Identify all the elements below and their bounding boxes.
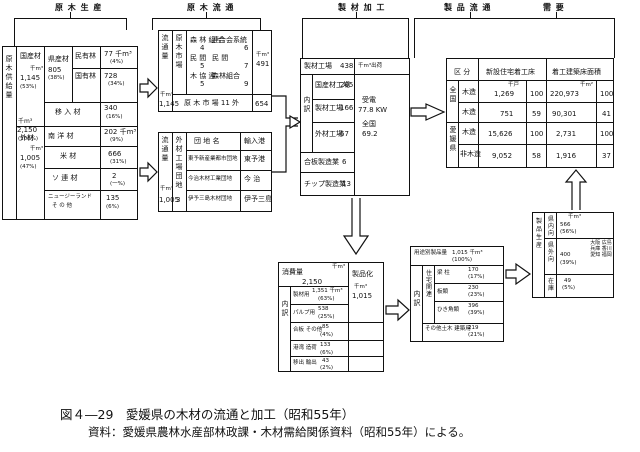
domestic-label: 国産材: [20, 52, 41, 60]
import-distribution-box: [158, 132, 272, 212]
domestic-distribution-box: [158, 30, 272, 112]
demand-table-box: [446, 58, 614, 168]
header-product-distribution: 製 品 流 通: [444, 3, 492, 12]
arrow-usage-to-destination: [505, 262, 532, 286]
prefectural-label: 県産材: [48, 55, 69, 63]
connector-dist-import: [272, 125, 298, 173]
total-supply-value: 2,150: [17, 126, 38, 134]
bracket-log-production: [14, 18, 126, 19]
figure-caption: 図４―29 愛媛県の木材の流通と加工（昭和55年）: [60, 407, 355, 422]
other-pref-label: 移 入 材: [55, 108, 81, 116]
private-forest-label: 民有林: [75, 52, 96, 60]
header-demand: 需 要: [543, 3, 565, 12]
total-supply-label: 原木供給量: [5, 55, 13, 99]
header-log-distribution: 原 木 流 通: [187, 3, 235, 12]
consumption-box: [278, 262, 384, 372]
import-dist-value: 1,005: [159, 196, 180, 204]
arrow-processing-down: [342, 198, 370, 256]
arrow-prod-to-dist-import: [139, 161, 158, 183]
header-lumber-processing: 製 材 加 工: [338, 3, 386, 12]
product-usage-box: [410, 246, 504, 342]
arrow-consumption-to-usage: [385, 298, 410, 322]
lumber-processing-box: [300, 58, 410, 196]
arrow-destination-to-demand: [564, 169, 588, 210]
import-value: 1,005: [20, 154, 41, 162]
national-forest-label: 国有林: [75, 72, 96, 80]
source-note: 資料：愛媛県農林水産部林政課・木材需給関係資料（昭和55年）による。: [88, 425, 471, 439]
arrow-processing-to-demand: [410, 103, 446, 121]
arrow-prod-to-dist-domestic: [139, 77, 158, 99]
header-log-production: 原 木 生 産: [55, 3, 103, 12]
log-production-box: [2, 46, 138, 220]
product-destination-box: [532, 212, 614, 298]
connector-dist-domestic: [272, 95, 298, 119]
domestic-value: 1,145: [20, 74, 41, 82]
domestic-dist-value: 1,145: [159, 100, 180, 108]
import-label: 外材: [20, 134, 34, 142]
